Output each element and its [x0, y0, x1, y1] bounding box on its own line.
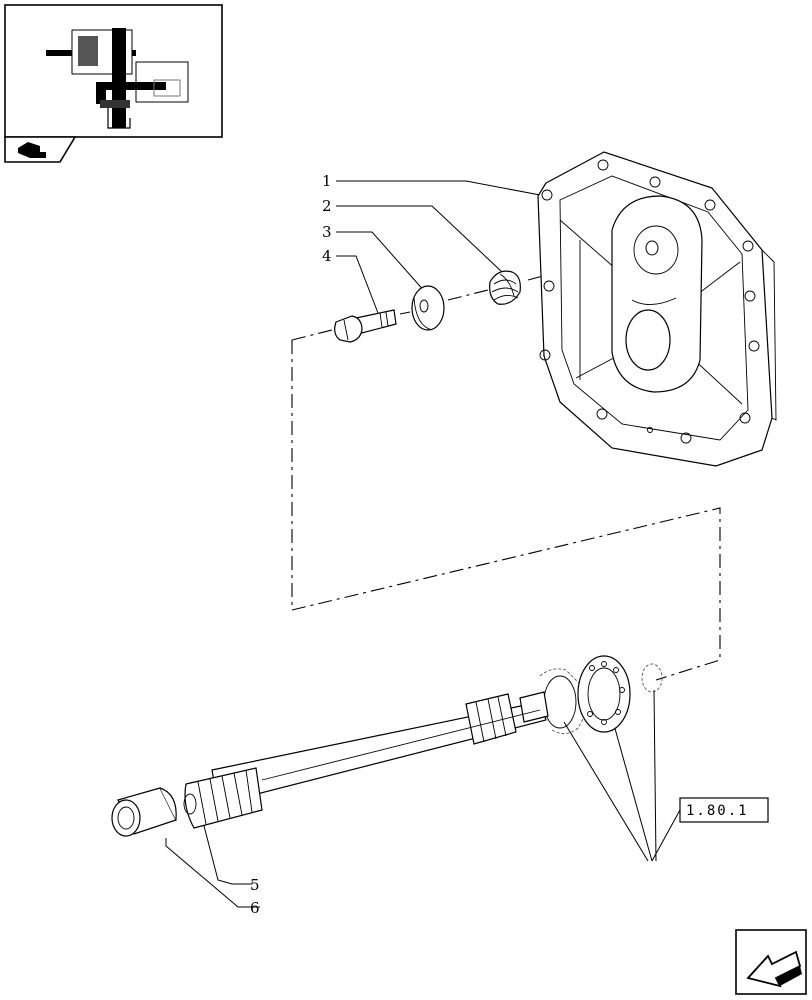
callout-3: 3 [322, 223, 332, 241]
folder-arrow-icon[interactable] [4, 136, 77, 163]
washer[interactable] [411, 285, 445, 331]
housing-cover[interactable] [537, 151, 777, 467]
callout-1: 1 [322, 172, 332, 190]
reference-label: 1.80.1 [686, 803, 749, 819]
bearing-assembly[interactable] [539, 655, 663, 734]
reference-box[interactable]: 1.80.1 [679, 797, 769, 823]
callout-4: 4 [322, 247, 332, 265]
callout-6: 6 [250, 899, 260, 917]
splined-shaft[interactable] [183, 691, 549, 829]
next-page-arrow-icon[interactable] [735, 929, 807, 995]
callout-leaders [165, 180, 681, 908]
bolt[interactable] [334, 309, 397, 343]
callout-5: 5 [250, 876, 260, 894]
assembly-thumbnail-icon[interactable] [4, 4, 223, 138]
callout-2: 2 [322, 197, 332, 215]
spring[interactable] [489, 270, 521, 305]
coupling-sleeve[interactable] [111, 787, 177, 837]
